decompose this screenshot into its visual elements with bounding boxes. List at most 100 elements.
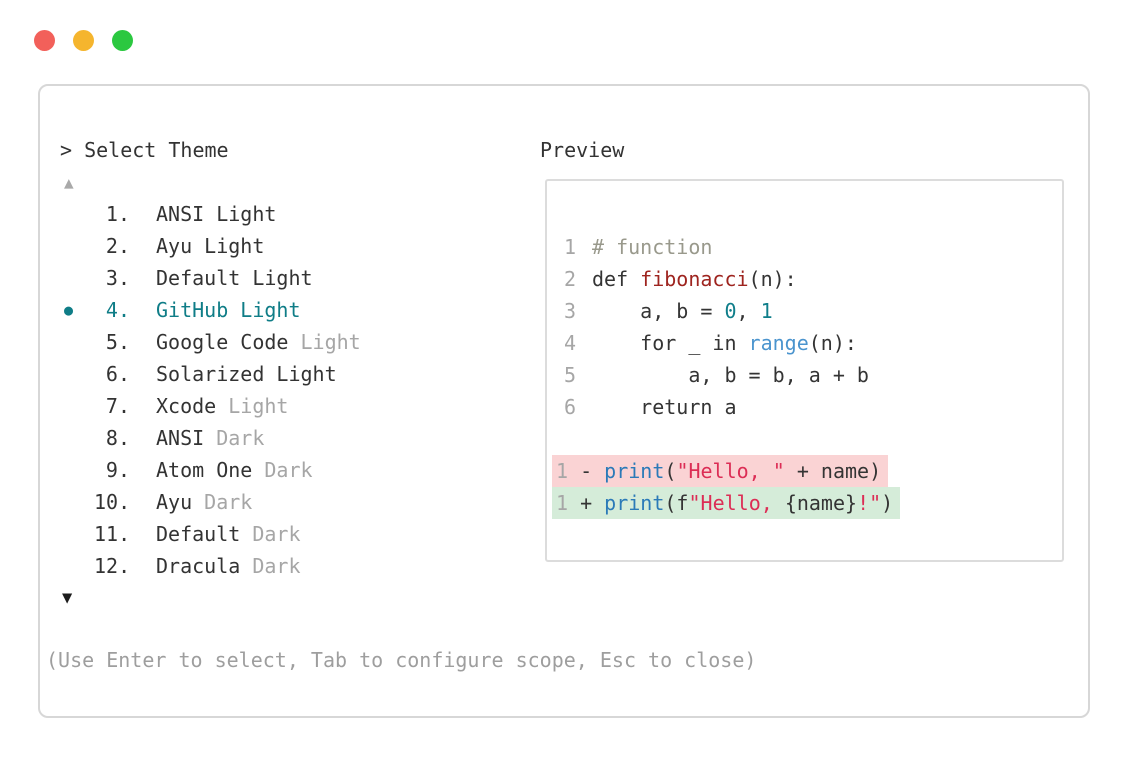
theme-item-ayu[interactable]: 10.Ayu Dark: [64, 486, 361, 518]
code-line: 2 def fibonacci(n):: [547, 263, 1062, 295]
dialog-title-text: Select Theme: [84, 138, 229, 162]
theme-name-text: Default: [156, 522, 253, 546]
theme-variant-text: Light: [300, 330, 361, 354]
code-segment: print: [604, 491, 665, 515]
theme-item-label: Google Code Light: [156, 330, 361, 354]
theme-item-label: Ayu Dark: [156, 490, 252, 514]
diff-line-removed: 1 - print("Hello, " + name): [547, 455, 1062, 487]
line-number: 2: [564, 267, 577, 291]
theme-item-label: ANSI Dark: [156, 426, 264, 450]
code-line: 6 return a: [547, 391, 1062, 423]
code-segment: ): [881, 491, 894, 515]
theme-item-solarized-light[interactable]: 6. Solarized Light: [64, 358, 361, 390]
theme-item-ayu-light[interactable]: 2. Ayu Light: [64, 230, 361, 262]
help-text: (Use Enter to select, Tab to configure s…: [46, 648, 757, 672]
theme-name-text: Solarized Light: [156, 362, 337, 386]
theme-variant-text: Dark: [216, 426, 265, 450]
theme-item-number: 11.: [94, 522, 131, 546]
code-text: a, b = 0, 1: [592, 295, 773, 327]
diff-text: 1 - print("Hello, " + name): [552, 455, 889, 487]
code-segment: def: [592, 267, 641, 291]
code-segment: +: [568, 491, 605, 515]
theme-name-text: Ayu: [156, 490, 205, 514]
theme-name-text: Google Code: [156, 330, 301, 354]
theme-item-google-code[interactable]: 5. Google Code Light: [64, 326, 361, 358]
theme-name-text: Default Light: [156, 266, 313, 290]
theme-name-text: ANSI Light: [156, 202, 277, 226]
code-segment: a, b = b, a + b: [592, 363, 869, 387]
theme-item-number: 2.: [105, 234, 130, 258]
preview-label: Preview: [540, 138, 625, 162]
code-text: def fibonacci(n):: [592, 263, 797, 295]
zoom-button[interactable]: [112, 30, 133, 51]
blank-line: [547, 423, 1062, 455]
theme-name-text: ANSI: [156, 426, 217, 450]
line-number: 6: [564, 395, 577, 419]
theme-item-number: 5.: [105, 330, 130, 354]
code-segment: -: [568, 459, 605, 483]
theme-item-number: 6.: [105, 362, 130, 386]
theme-item-number: 9.: [105, 458, 130, 482]
theme-selector-panel: > Select Theme ▲ 1. ANSI Light 2. Ayu Light…: [38, 84, 1090, 718]
theme-item-default[interactable]: 11. Default Dark: [64, 518, 361, 550]
code-segment: a, b =: [592, 299, 725, 323]
scroll-up-icon[interactable]: ▲: [64, 173, 74, 192]
window-controls: [34, 30, 133, 51]
prompt-caret-icon: >: [60, 138, 73, 162]
close-button[interactable]: [34, 30, 55, 51]
theme-name-text: Ayu Light: [156, 234, 265, 258]
code-segment: "Hello, ": [676, 459, 785, 483]
code-text: a, b = b, a + b: [592, 359, 869, 391]
theme-item-number: 3.: [105, 266, 130, 290]
code-segment: (: [664, 459, 677, 483]
theme-list: 1. ANSI Light 2. Ayu Light 3. Default Light ●4…: [64, 198, 361, 582]
theme-item-label: Atom One Dark: [156, 458, 313, 482]
code-segment: # function: [592, 235, 713, 259]
code-segment: (n):: [808, 331, 857, 355]
theme-item-label: Dracula Dark: [156, 554, 301, 578]
theme-variant-text: Light: [228, 394, 289, 418]
code-segment: "Hello,: [688, 491, 785, 515]
code-segment: 0: [724, 299, 737, 323]
scroll-down-icon[interactable]: ▼: [62, 588, 73, 608]
theme-item-number: 12.: [94, 554, 131, 578]
theme-name-text: Xcode: [156, 394, 229, 418]
theme-item-atom-one[interactable]: 9. Atom One Dark: [64, 454, 361, 486]
code-segment: fibonacci: [640, 267, 749, 291]
theme-item-number: 7.: [105, 394, 130, 418]
code-segment: range: [748, 331, 809, 355]
theme-item-label: Default Dark: [156, 522, 301, 546]
code-segment: {name}: [784, 491, 858, 515]
code-segment: (f: [664, 491, 689, 515]
code-segment: print: [604, 459, 665, 483]
theme-variant-text: Dark: [252, 522, 301, 546]
theme-item-xcode[interactable]: 7. Xcode Light: [64, 390, 361, 422]
theme-item-default-light[interactable]: 3. Default Light: [64, 262, 361, 294]
code-text: for _ in range(n):: [592, 327, 857, 359]
code-line: 3 a, b = 0, 1: [547, 295, 1062, 327]
theme-name-text: GitHub Light: [156, 298, 301, 322]
dialog-title: > Select Theme: [60, 134, 229, 166]
theme-item-ansi-light[interactable]: 1. ANSI Light: [64, 198, 361, 230]
diff-line-added: 1 + print(f"Hello, {name}!"): [547, 487, 1062, 519]
theme-name-text: Dracula: [156, 554, 253, 578]
line-number: 1: [556, 491, 569, 515]
theme-item-dracula[interactable]: 12. Dracula Dark: [64, 550, 361, 582]
theme-item-label: Xcode Light: [156, 394, 288, 418]
line-number: 5: [564, 363, 577, 387]
code-segment: for _ in: [592, 331, 749, 355]
theme-item-github-light[interactable]: ●4.GitHub Light: [64, 294, 361, 326]
minimize-button[interactable]: [73, 30, 94, 51]
code-line: 5 a, b = b, a + b: [547, 359, 1062, 391]
code-line: 1 # function: [547, 231, 1062, 263]
line-number: 1: [564, 235, 577, 259]
theme-item-number: 1.: [105, 202, 130, 226]
code-text: # function: [592, 231, 712, 263]
code-segment: 1: [760, 299, 773, 323]
theme-item-ansi[interactable]: 8.ANSI Dark: [64, 422, 361, 454]
theme-variant-text: Dark: [204, 490, 253, 514]
code-text: return a: [592, 391, 736, 423]
line-number: 1: [556, 459, 569, 483]
